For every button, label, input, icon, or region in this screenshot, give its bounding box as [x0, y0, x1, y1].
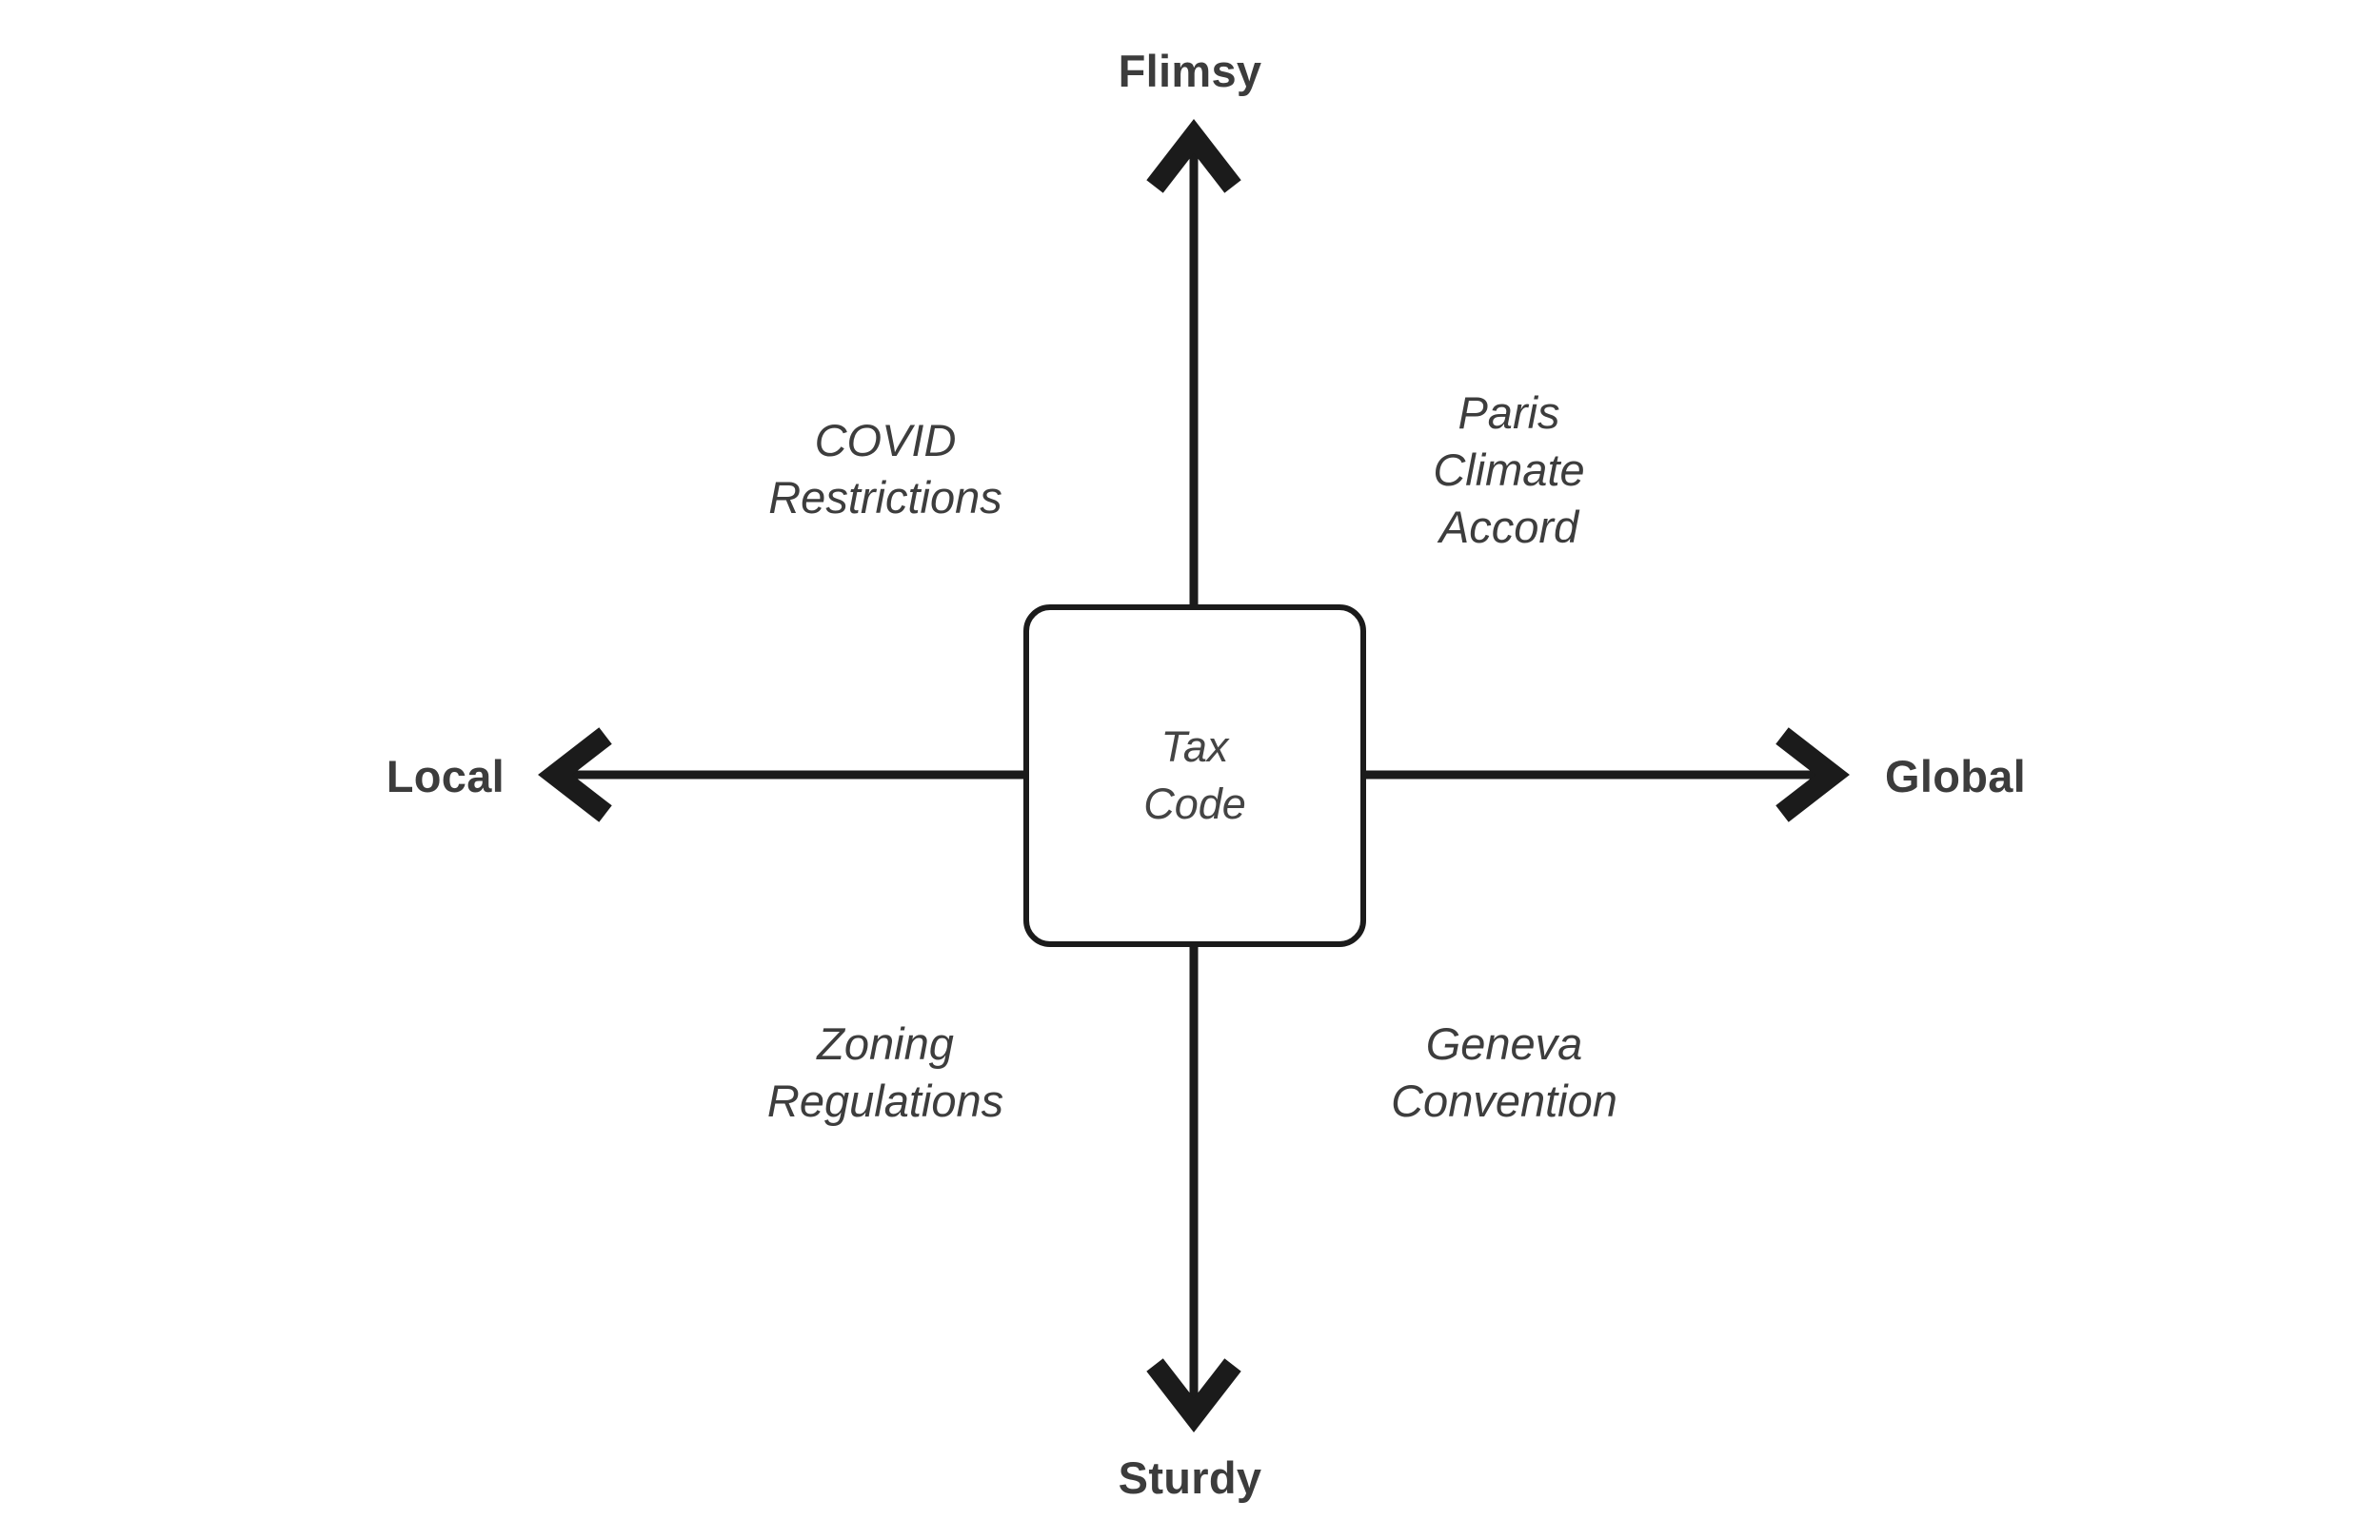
axis-pole-label-bottom: Sturdy	[1118, 1452, 1262, 1503]
arrowhead-left-icon	[538, 727, 612, 822]
center-node-label: Tax Code	[1143, 722, 1246, 828]
quadrant-item-top-right: Paris Climate Accord	[1433, 387, 1585, 552]
quadrant-item-bottom-left: Zoning Regulations	[766, 1018, 1004, 1126]
arrowhead-right-icon	[1775, 727, 1850, 822]
axis-pole-label-left: Local	[386, 751, 505, 801]
quadrant-item-bottom-right: Geneva Convention	[1391, 1018, 1617, 1126]
axis-pole-label-top: Flimsy	[1118, 46, 1262, 96]
arrowhead-up-icon	[1146, 119, 1241, 193]
arrowhead-down-icon	[1146, 1358, 1241, 1432]
center-node-box: Tax Code	[1023, 604, 1366, 947]
axis-pole-label-right: Global	[1885, 751, 2027, 801]
quadrant-item-top-left: COVID Restrictions	[768, 415, 1002, 523]
